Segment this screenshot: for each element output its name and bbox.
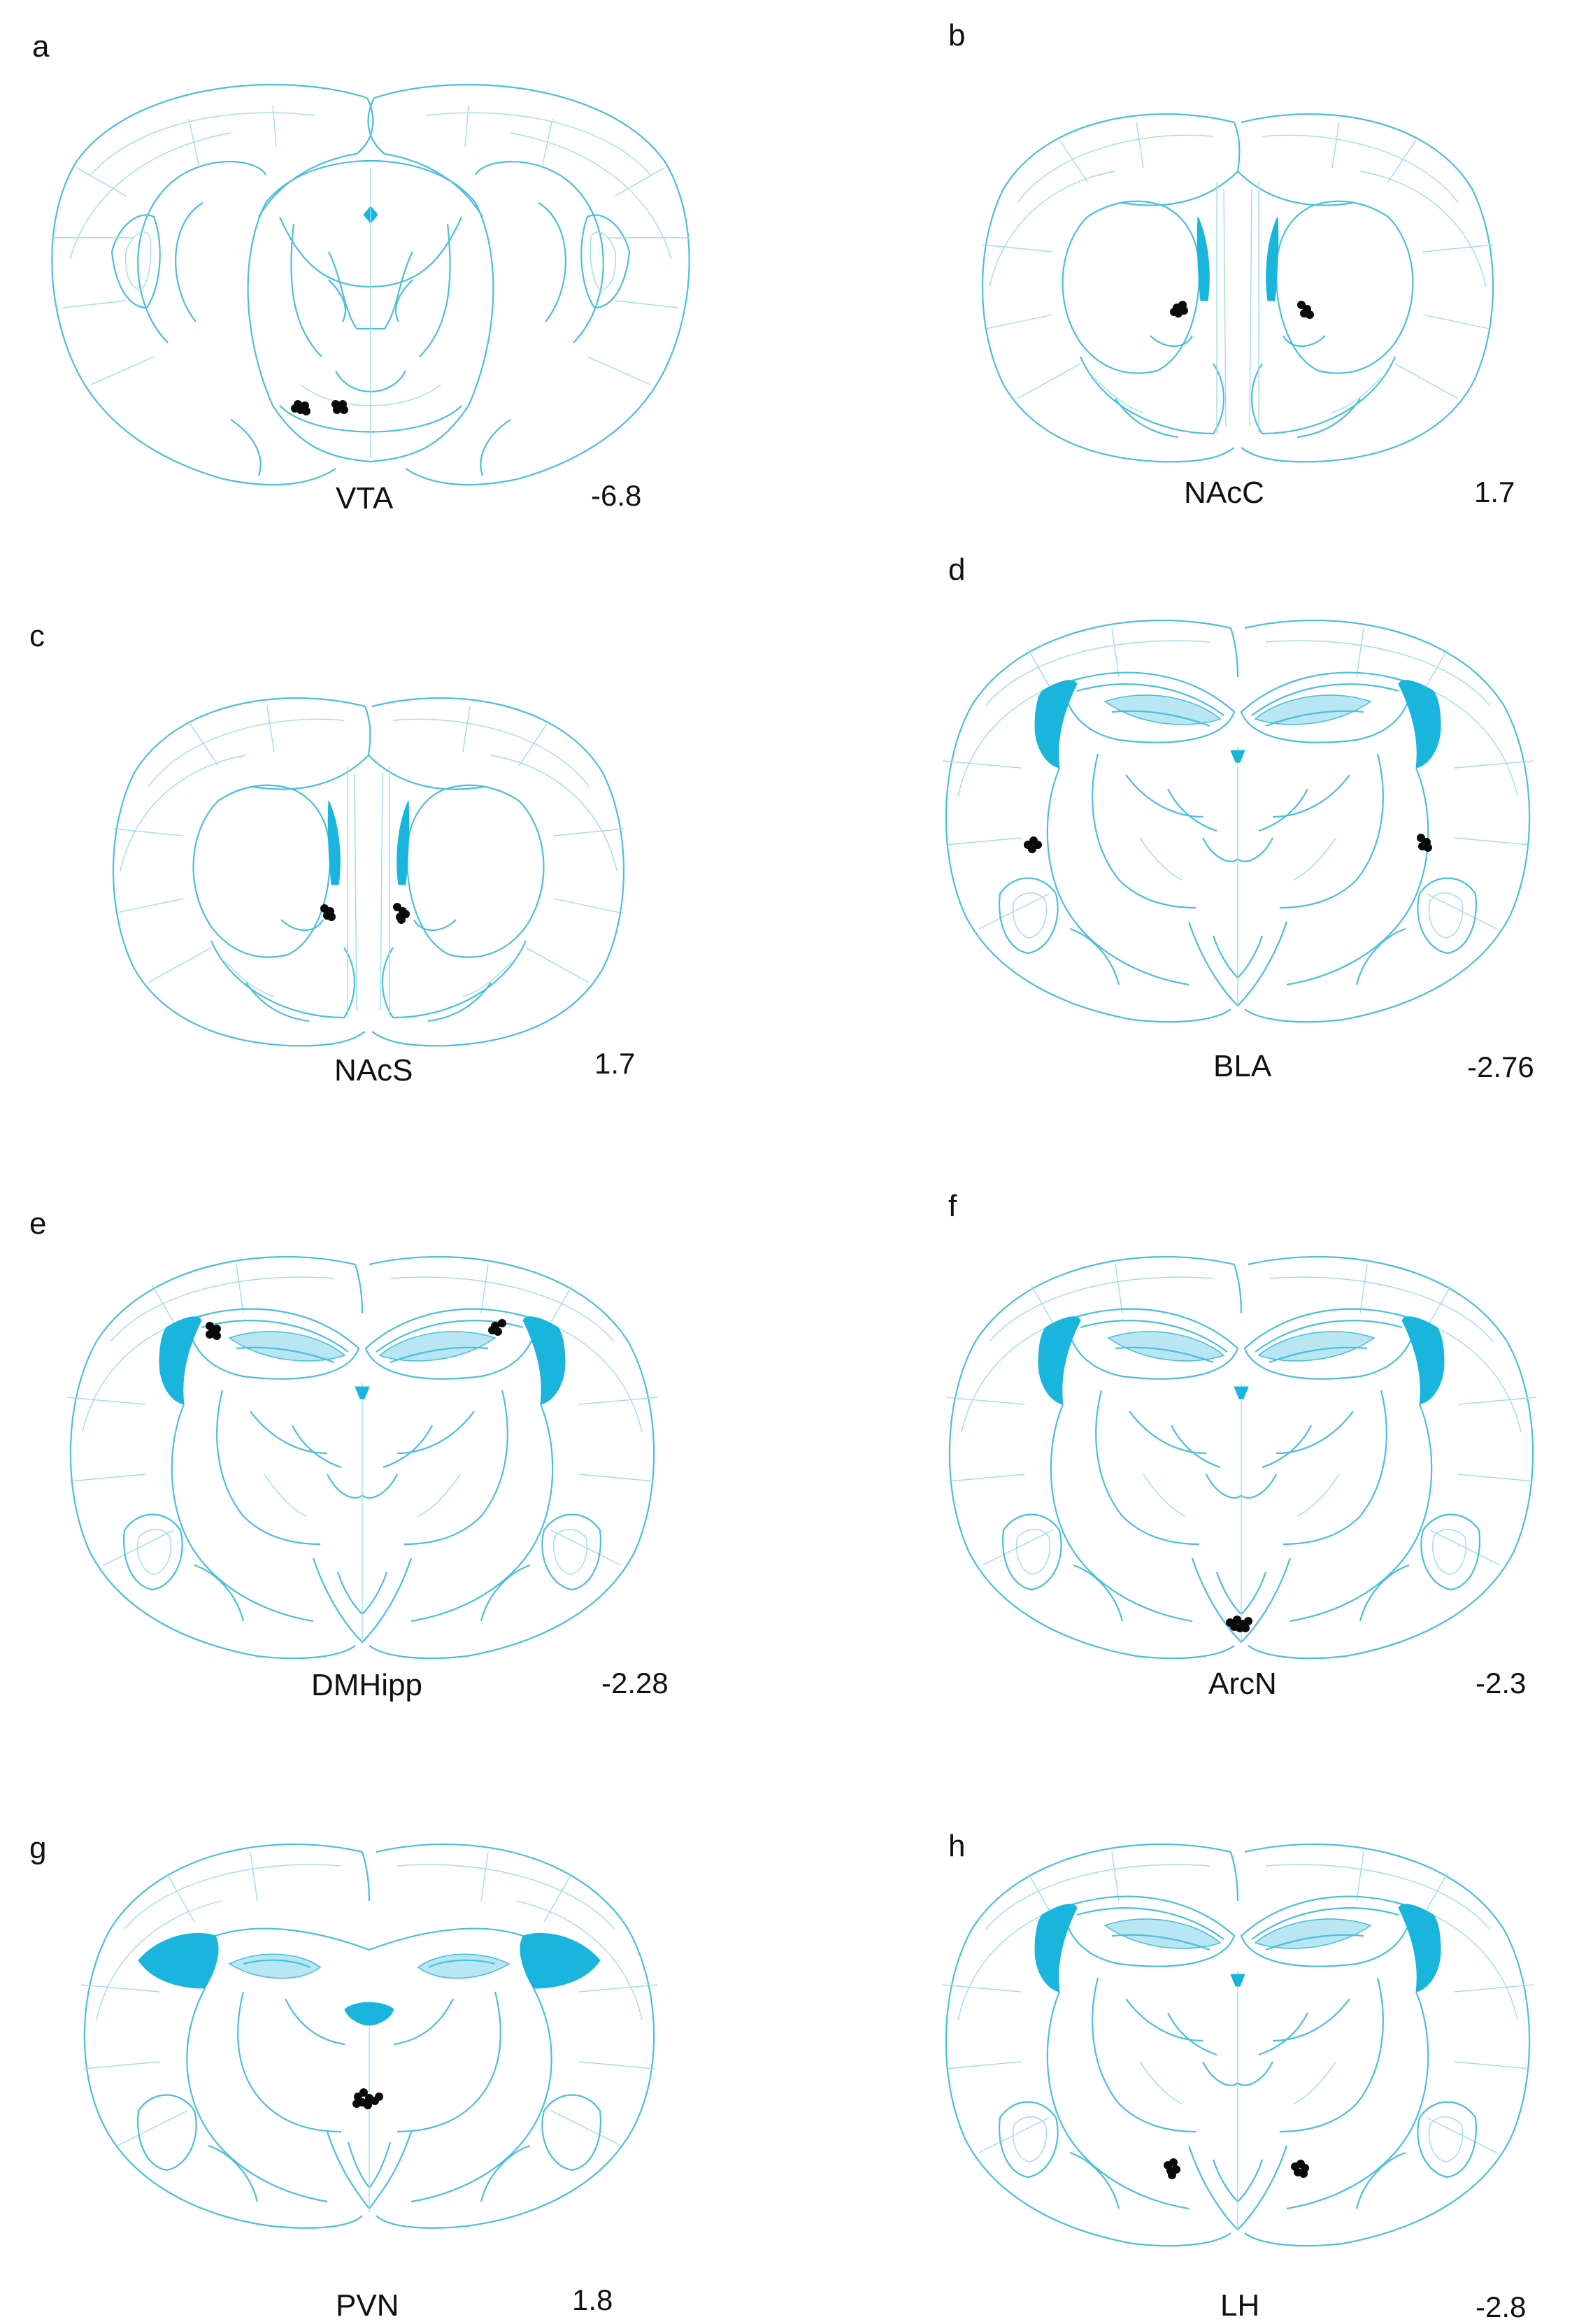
coordinate-label-e: -2.28 [601, 1667, 669, 1699]
region-label-b: NAcC [1184, 476, 1264, 510]
electrode-marker [1301, 2164, 1309, 2172]
region-label-e: DMHipp [311, 1668, 422, 1702]
electrode-marker [206, 1330, 214, 1339]
electrode-marker [302, 407, 310, 415]
atlas-outline-d [942, 619, 1534, 1023]
brain-section-b [981, 113, 1494, 463]
electrode-markers-g [352, 2088, 383, 2109]
region-label-f: ArcN [1208, 1667, 1277, 1701]
electrode-markers-a [291, 400, 348, 415]
electrode-marker [1168, 2171, 1176, 2179]
coordinate-label-a: -6.8 [591, 479, 642, 512]
region-label-d: BLA [1213, 1049, 1272, 1083]
brain-section-e [66, 1255, 658, 1660]
electrode-marker [488, 1326, 497, 1334]
electrode-marker [206, 1322, 214, 1330]
coordinate-label-h: -2.8 [1476, 2290, 1527, 2323]
panel-letter-b: b [948, 18, 966, 52]
panel-letter-f: f [948, 1189, 957, 1223]
electrode-marker [352, 2100, 361, 2108]
atlas-outline-g [80, 1843, 658, 2229]
electrode-marker [1241, 1624, 1250, 1632]
atlas-outline-b [981, 113, 1494, 463]
electrode-marker [291, 404, 299, 413]
atlas-outline-a [51, 83, 690, 486]
electrode-marker [1034, 841, 1042, 849]
electrode-marker [364, 2101, 372, 2109]
panel-letter-a: a [32, 29, 50, 64]
electrode-markers-f [1226, 1616, 1252, 1632]
brain-section-d [942, 619, 1534, 1023]
coordinate-label-g: 1.8 [572, 2283, 613, 2316]
electrode-marker [359, 2088, 368, 2097]
atlas-outline-h [942, 1843, 1534, 2247]
electrode-marker [1244, 1617, 1252, 1625]
electrode-marker [336, 403, 344, 411]
region-label-a: VTA [336, 481, 394, 515]
electrode-markers-h [1164, 2158, 1309, 2179]
coordinate-label-b: 1.7 [1474, 476, 1515, 508]
region-label-c: NAcS [334, 1053, 413, 1088]
electrode-markers-c [320, 903, 410, 924]
brain-section-g [80, 1843, 658, 2229]
electrode-marker [1424, 843, 1432, 852]
electrode-markers-b [1170, 301, 1314, 319]
electrode-marker [375, 2093, 383, 2101]
atlas-outline-c [112, 697, 625, 1047]
panel-letter-d: d [948, 553, 966, 587]
electrode-marker [498, 1319, 506, 1327]
electrode-marker [327, 913, 336, 921]
electrode-marker [1180, 306, 1188, 315]
electrode-markers-e [206, 1319, 506, 1340]
brain-section-f [945, 1255, 1537, 1660]
electrode-marker [397, 915, 406, 924]
atlas-outline-f [945, 1255, 1537, 1660]
coordinate-label-d: -2.76 [1467, 1050, 1534, 1083]
electrode-marker [213, 1332, 221, 1340]
electrode-marker [1170, 308, 1178, 316]
atlas-outline-e [66, 1255, 658, 1660]
brain-section-a [51, 83, 690, 486]
coordinate-label-c: 1.7 [594, 1047, 636, 1080]
electrode-markers-d [1024, 834, 1432, 853]
electrode-marker [1306, 311, 1314, 319]
panel-letter-c: c [29, 619, 45, 653]
panel-letter-g: g [29, 1831, 47, 1865]
brain-section-c [112, 697, 625, 1047]
panel-letter-h: h [948, 1829, 966, 1863]
panel-letter-e: e [29, 1206, 47, 1241]
brain-section-h [942, 1843, 1534, 2247]
coordinate-label-f: -2.3 [1476, 1667, 1527, 1699]
electrode-marker [1169, 2158, 1178, 2167]
region-label-h: LH [1220, 2288, 1260, 2323]
region-label-g: PVN [336, 2288, 399, 2323]
